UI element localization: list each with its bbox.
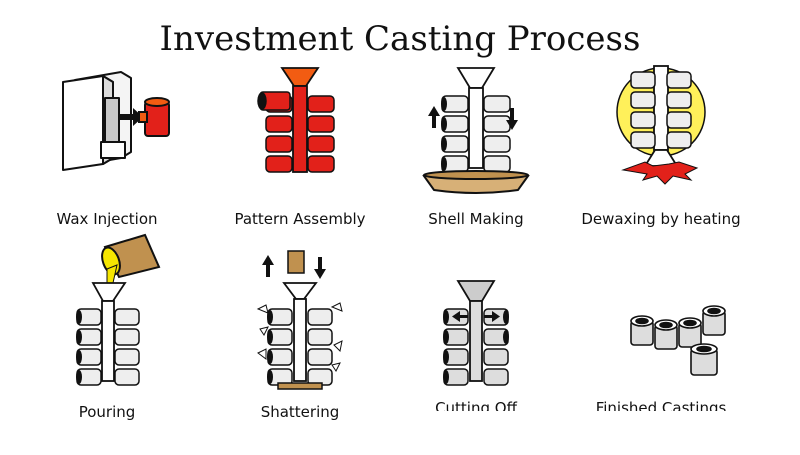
step-dewaxing: Dewaxing by heating [561,62,761,262]
wax-sprue-funnel [280,67,320,87]
pouring-illustration [76,233,161,386]
slurry-tank [422,170,530,194]
step-label: Dewaxing by heating [581,210,741,228]
shell-base [277,382,323,390]
step-cutting-off: Cutting Off [376,255,576,455]
step-label: Pattern Assembly [234,210,366,228]
arrow-left-icon [452,311,468,322]
step-label: Shell Making [428,210,524,228]
mold-clamp [100,141,126,159]
cutting-off-illustration [443,280,509,386]
step-shell-making: Shell Making [376,62,576,262]
step-label: Finished Castings [595,399,727,411]
wax-cluster-right [307,95,335,173]
casting-piece [690,343,718,376]
molten-wax-puddle [621,161,699,185]
step-pattern-assembly: Pattern Assembly [200,62,400,262]
arrow-down-icon [506,108,518,130]
step-label-clipped: Cutting Off [376,399,576,411]
wax-sprue [292,85,308,173]
hammer-head [287,250,305,274]
step-finished-castings: Finished Castings [561,255,761,455]
mold-channel [104,97,120,147]
arrow-right-icon [484,311,500,322]
arrow-up-icon [428,106,440,128]
shell-making-illustration [422,67,530,194]
shell-fragments [256,302,343,372]
step-label: Cutting Off [435,399,517,411]
dewaxing-illustration [616,65,706,185]
arrow-up-icon [262,255,274,277]
step-label: Pouring [78,403,136,421]
wax-pattern-piece [138,97,170,137]
arrow-down-icon [314,257,326,279]
wax-injection-illustration [62,71,170,171]
casting-piece [702,305,726,336]
wax-piece-being-attached [257,91,291,111]
casting-piece [654,319,678,350]
step-label: Shattering [260,403,340,421]
finished-castings-illustration [630,305,726,376]
diagram-title: Investment Casting Process [159,19,641,59]
step-wax-injection: Wax Injection [7,62,207,262]
shattering-illustration [256,250,343,390]
step-pouring: Pouring [7,233,207,455]
pattern-assembly-illustration [257,67,335,173]
step-shattering: Shattering [200,250,400,455]
step-label-clipped: Finished Castings [561,399,761,411]
casting-piece [678,317,702,348]
step-label: Wax Injection [56,210,158,228]
casting-piece [630,315,654,346]
